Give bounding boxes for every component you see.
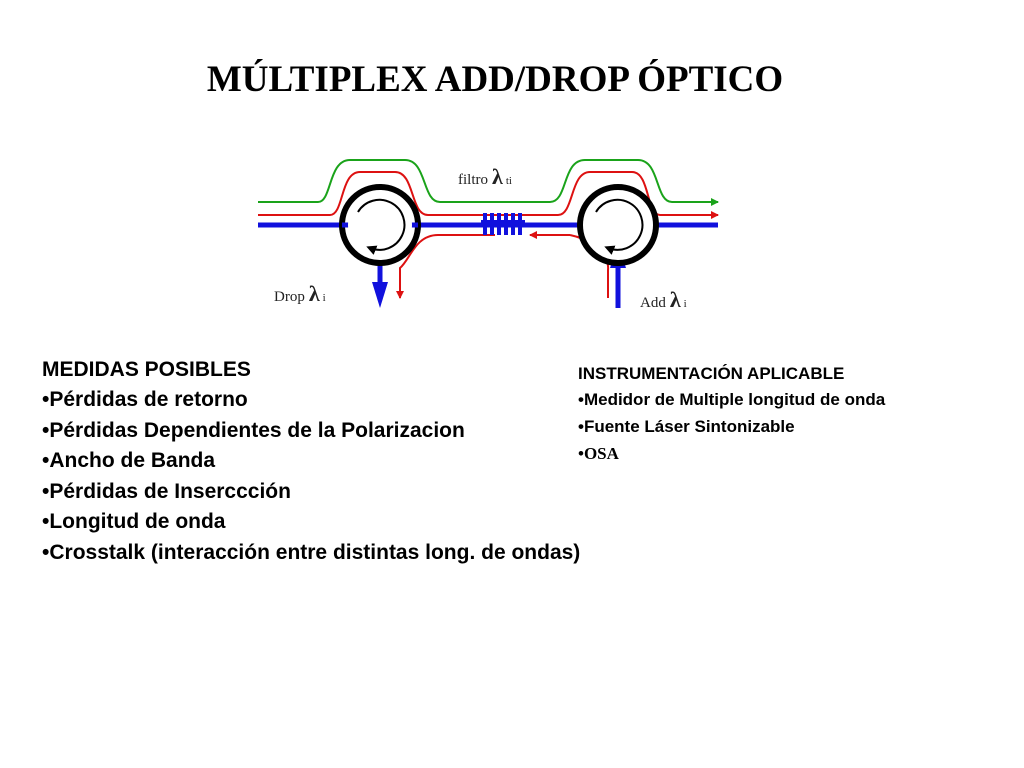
instrument-item: •Medidor de Multiple longitud de onda xyxy=(578,390,886,409)
measure-item: •Pérdidas de retorno xyxy=(42,388,248,411)
oadm-schematic xyxy=(258,159,719,308)
instrumentation-heading: INSTRUMENTACIÓN APLICABLE xyxy=(578,364,845,383)
measure-item: •Crosstalk (interacción entre distintas … xyxy=(42,540,581,564)
red-drop-path xyxy=(396,234,439,299)
measure-item: •Pérdidas Dependientes de la Polarizacio… xyxy=(42,418,465,442)
blue-drop-arrow xyxy=(372,282,388,308)
green-through-path xyxy=(258,159,719,206)
red-upper-path xyxy=(258,171,719,219)
left-circulator-rotation-arrow xyxy=(357,198,406,255)
instrument-item: •Fuente Láser Sintonizable xyxy=(578,417,795,436)
measure-item: •Ancho de Banda xyxy=(42,449,216,472)
measures-list: MEDIDAS POSIBLES •Pérdidas de retorno •P… xyxy=(42,355,580,568)
instrumentation-list: INSTRUMENTACIÓN APLICABLE •Medidor de Mu… xyxy=(578,362,885,467)
measure-item: •Pérdidas de Inserccción xyxy=(42,479,291,503)
bragg-grating-filter xyxy=(481,213,525,235)
measure-item: •Longitud de onda xyxy=(42,510,226,533)
page-title: MÚLTIPLEX ADD/DROP ÓPTICO xyxy=(206,59,784,100)
instrument-item: •OSA xyxy=(578,444,619,463)
measures-heading: MEDIDAS POSIBLES xyxy=(42,358,251,381)
right-circulator-rotation-arrow xyxy=(595,198,644,255)
